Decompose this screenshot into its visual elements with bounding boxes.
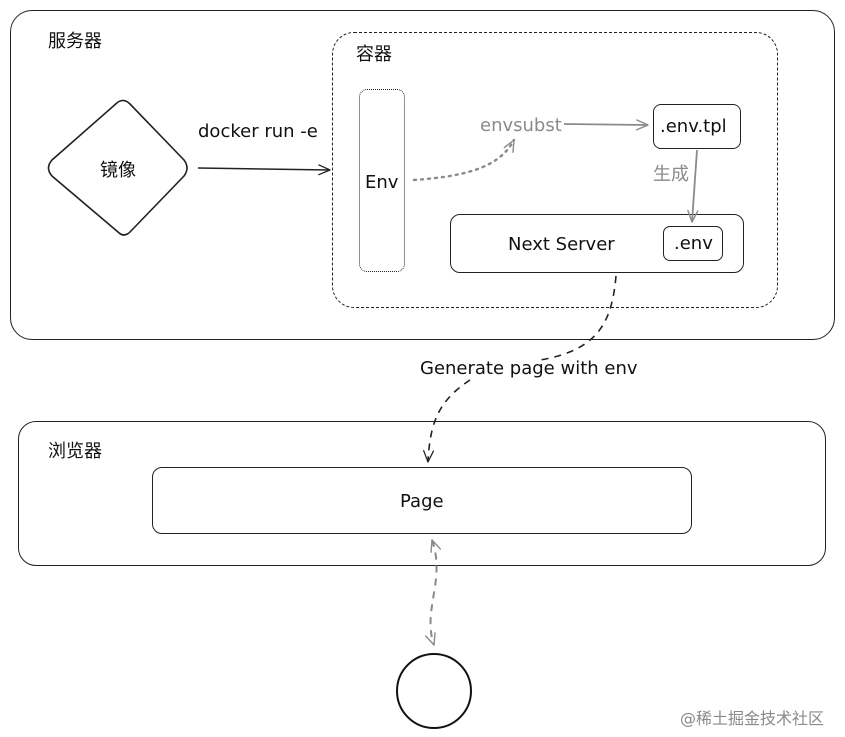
image-label: 镜像 — [100, 160, 136, 181]
docker-run-arrow — [197, 164, 331, 176]
page-user-dashed — [425, 539, 442, 646]
server-to-page-dashed — [428, 275, 617, 462]
env-node — [359, 89, 405, 272]
browser-region — [18, 421, 826, 566]
page-node — [152, 467, 692, 534]
image-diamond — [47, 99, 188, 236]
env-tpl-label: .env.tpl — [660, 116, 727, 137]
container-title: 容器 — [356, 44, 392, 65]
server-region — [10, 10, 835, 340]
generate-edge-label: 生成 — [653, 164, 689, 185]
watermark: @稀土掘金技术社区 — [680, 709, 825, 728]
page-label: Page — [400, 491, 444, 512]
envsubst-label: envsubst — [480, 115, 562, 136]
env-to-envsubst-dotted — [412, 138, 516, 182]
browser-title: 浏览器 — [48, 441, 102, 462]
generate-page-label: Generate page with env — [420, 358, 638, 379]
dotenv-node — [663, 226, 723, 261]
user-circle — [396, 653, 472, 729]
server-title: 服务器 — [48, 31, 102, 52]
envsubst-to-tpl-arrow — [563, 119, 649, 131]
container-region — [332, 32, 778, 308]
next-server-label: Next Server — [508, 234, 615, 255]
tpl-to-env-arrow — [687, 149, 699, 223]
dotenv-label: .env — [674, 233, 713, 254]
env-label: Env — [365, 172, 399, 193]
docker-run-label: docker run -e — [198, 121, 318, 142]
env-tpl-node — [653, 104, 741, 149]
